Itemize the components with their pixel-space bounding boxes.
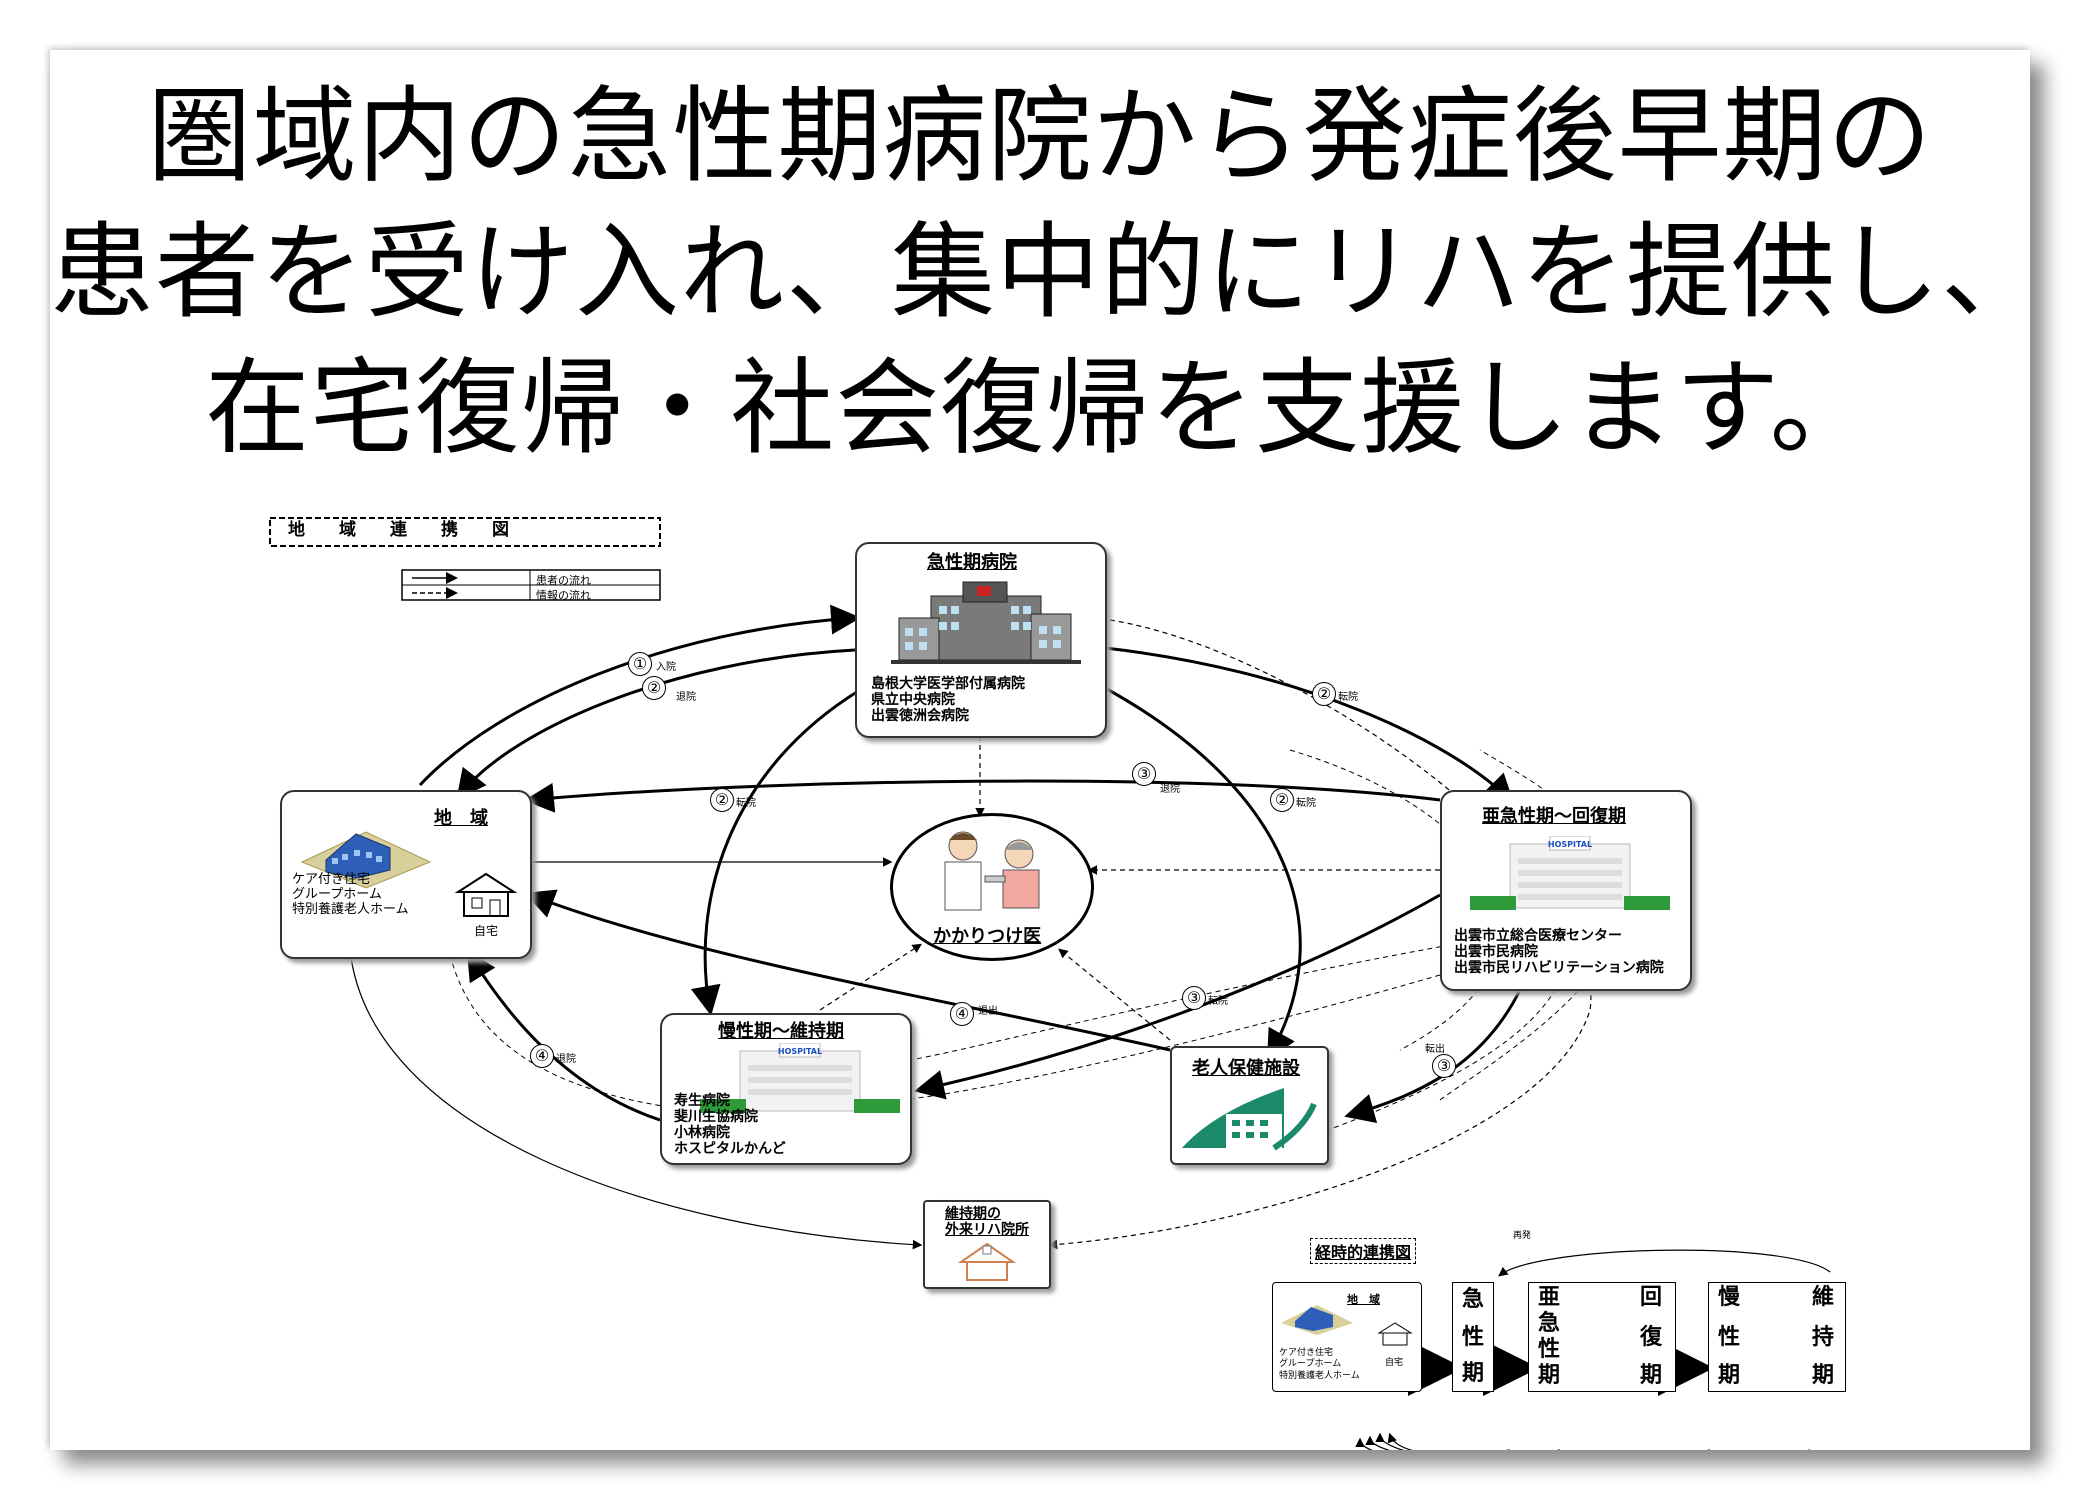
timeline-community-line-2: グループホーム — [1279, 1359, 1342, 1369]
svg-text:HOSPITAL: HOSPITAL — [778, 1047, 822, 1056]
stage-acute-char-2: 性 — [1461, 1325, 1484, 1350]
timeline-community-line-1: ケア付き住宅 — [1279, 1348, 1334, 1358]
stage-chronic-char-3: 期 — [1717, 1363, 1740, 1388]
stage-acute-char-3: 期 — [1461, 1361, 1484, 1386]
outpatient-rehab-node: 維持期の 外来リハ院所 — [923, 1200, 1051, 1289]
legend — [269, 517, 661, 601]
stage-acute-char-1: 急 — [1461, 1287, 1484, 1312]
community-title: 地 域 — [434, 808, 488, 829]
chronic-line-1: 寿生病院 — [674, 1093, 730, 1109]
subacute-node: 亜急性期～回復期 HOSPITAL + 出雲市立総合医療センター 出雲市民病院 … — [1440, 790, 1692, 991]
flow-3-number: ② — [1312, 682, 1336, 706]
recurrence-label: 再発 — [1513, 1231, 1532, 1241]
community-line-1: ケア付き住宅 — [292, 872, 371, 887]
acute-hospital-3: 出雲徳洲会病院 — [871, 708, 969, 724]
flow-10-label: 退院 — [556, 1054, 576, 1065]
stage-recovery-char-3: 期 — [1639, 1363, 1662, 1388]
acute-hospital-node: 急性期病院 島根大学医学部付属病院 県立中央病院 出雲徳洲会病院 — [855, 542, 1107, 738]
flow-1-number: ① — [628, 652, 652, 676]
chronic-line-4: ホスピタルかんど — [674, 1141, 786, 1157]
title-line-2: 患者を受け入れ、集中的にリハを提供し、 — [50, 211, 2047, 333]
community-line-2: グループホーム — [292, 887, 382, 902]
flow-2-number: ② — [642, 676, 666, 700]
flow-diagram — [269, 517, 1831, 1450]
rouken-node: 老人保健施設 — [1170, 1046, 1329, 1165]
hospital-building-icon — [891, 581, 1081, 664]
hospital-icon: HOSPITAL — [700, 1043, 900, 1113]
stage-subacute-char-2: 急 — [1537, 1311, 1560, 1336]
stage-chronic-char-2: 性 — [1717, 1325, 1740, 1350]
flow-10-number: ④ — [530, 1044, 554, 1068]
flow-8-number: ③ — [1432, 1054, 1456, 1078]
hospital-icon: HOSPITAL + — [1470, 836, 1670, 910]
title-line-3: 在宅復帰・社会復帰を支援します。 — [205, 347, 1875, 469]
subacute-line-3: 出雲市民リハビリテーション病院 — [1454, 960, 1664, 976]
flow-5-number: ② — [1270, 788, 1294, 812]
timeline-community: 地 域 ケア付き住宅 グループホーム 特別養護老人ホーム 自宅 — [1272, 1282, 1422, 1392]
stage-chronic-char-1: 慢 — [1717, 1285, 1740, 1310]
community-node: 地 域 ケア付き住宅 グループホーム 特別養護老人ホーム 自宅 — [280, 790, 532, 959]
stage-recovery-char-1: 回 — [1639, 1285, 1662, 1310]
flow-9-number: ④ — [950, 1002, 974, 1026]
community-line-3: 特別養護老人ホーム — [292, 902, 409, 917]
house-icon — [454, 872, 518, 917]
legend-solid-label: 患者の流れ — [536, 574, 591, 587]
timeline-community-title: 地 域 — [1347, 1293, 1380, 1306]
doctor-patient-icon — [944, 831, 1040, 911]
flow-2-label: 退院 — [676, 692, 696, 703]
gp-title: かかりつけ医 — [933, 926, 1042, 947]
timeline-stage-subacute-recovery: 亜 急 性 期 回 復 期 — [1528, 1282, 1676, 1392]
house-icon — [1377, 1322, 1413, 1346]
subacute-title: 亜急性期～回復期 — [1482, 806, 1626, 827]
timeline-home-label: 自宅 — [1385, 1358, 1404, 1368]
clinic-icon — [957, 1242, 1017, 1281]
chronic-line-2: 斐川生協病院 — [674, 1109, 758, 1125]
timeline-community-line-3: 特別養護老人ホーム — [1279, 1371, 1360, 1381]
flow-5-label: 転院 — [1296, 798, 1316, 809]
title-line-1: 圏域内の急性期病院から発症後早期の — [147, 75, 1933, 197]
outpatient-line-2: 外来リハ院所 — [945, 1222, 1029, 1238]
acute-hospital-2: 県立中央病院 — [871, 692, 955, 708]
stage-subacute-char-3: 性 — [1537, 1337, 1560, 1362]
stage-maintenance-char-3: 期 — [1811, 1363, 1834, 1388]
flow-7-number: ③ — [1182, 986, 1206, 1010]
chronic-title: 慢性期～維持期 — [718, 1021, 844, 1042]
subacute-line-1: 出雲市立総合医療センター — [1454, 928, 1622, 944]
slide: 圏域内の急性期病院から発症後早期の 患者を受け入れ、集中的にリハを提供し、 在宅… — [50, 50, 2047, 1450]
gp-node: かかりつけ医 — [890, 813, 1094, 961]
care-housing-icon — [300, 831, 432, 889]
flow-4-number: ② — [710, 788, 734, 812]
legend-dashed-label: 情報の流れ — [536, 589, 591, 602]
timeline-title: 経時的連携図 — [1310, 1238, 1417, 1264]
care-facility-icon — [1182, 1088, 1317, 1151]
outpatient-line-1: 維持期の — [945, 1206, 1001, 1222]
subacute-line-2: 出雲市民病院 — [1454, 944, 1538, 960]
acute-title: 急性期病院 — [927, 552, 1017, 573]
acute-hospital-1: 島根大学医学部付属病院 — [871, 676, 1025, 692]
flow-4-label: 転院 — [736, 798, 756, 809]
timeline-stage-chronic-maintenance: 慢 性 期 維 持 期 — [1708, 1282, 1846, 1392]
flow-7-label: 転院 — [1208, 996, 1228, 1007]
flow-6-label: 退院 — [1160, 784, 1180, 795]
home-label: 自宅 — [474, 924, 499, 938]
legend-title: 地 域 連 携 図 — [288, 520, 509, 540]
chronic-node: 慢性期～維持期 HOSPITAL 寿生病院 斐川生協病院 小林病院 ホスピタルか… — [660, 1013, 912, 1165]
chronic-line-3: 小林病院 — [674, 1125, 730, 1141]
flow-9-label: 退出 — [978, 1006, 998, 1017]
flow-1-label: 入院 — [656, 662, 676, 673]
svg-text:+: + — [1565, 836, 1575, 838]
timeline-stage-acute: 急 性 期 — [1452, 1282, 1494, 1392]
flow-3-label: 転院 — [1338, 692, 1358, 703]
slide-title: 圏域内の急性期病院から発症後早期の 患者を受け入れ、集中的にリハを提供し、 在宅… — [50, 68, 2047, 476]
stage-recovery-char-2: 復 — [1639, 1325, 1662, 1350]
rouken-title: 老人保健施設 — [1192, 1058, 1300, 1079]
stage-subacute-char-1: 亜 — [1537, 1285, 1560, 1310]
stage-subacute-char-4: 期 — [1537, 1363, 1560, 1388]
flow-8-label: 転出 — [1425, 1044, 1445, 1055]
flow-6-number: ③ — [1132, 762, 1156, 786]
stage-maintenance-char-2: 持 — [1811, 1325, 1834, 1350]
stage-maintenance-char-1: 維 — [1811, 1285, 1834, 1310]
care-housing-icon — [1281, 1305, 1353, 1335]
hospital-sign-text: HOSPITAL — [1548, 840, 1592, 849]
